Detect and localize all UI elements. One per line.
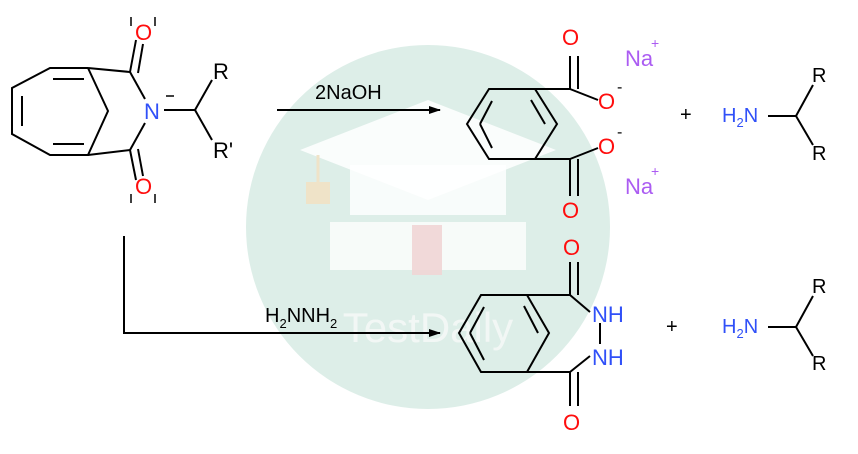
amine-top-r1: R xyxy=(812,65,826,87)
watermark-cap-base xyxy=(350,165,506,215)
phthalate-oxygen-top: O xyxy=(562,25,579,50)
reactant-nitrogen: N xyxy=(144,99,160,124)
reactant-r-label: R xyxy=(213,59,229,84)
plus-sign-bottom: + xyxy=(666,316,678,338)
reactant-benzene-ring xyxy=(11,67,110,156)
hydrazine-reagent-label: H2NNH2 xyxy=(265,305,337,331)
amine-bottom-label: H2N xyxy=(722,316,758,341)
hydrazine-reaction-arrow xyxy=(123,236,441,337)
reactant-phthalimide xyxy=(11,39,213,181)
phthalate-oxygen-bottom: O xyxy=(562,198,579,223)
phthalate-charge-top: - xyxy=(617,79,622,96)
hydrazide-nh-bottom: NH xyxy=(592,345,624,370)
reactant-oxygen-top: O xyxy=(135,20,152,45)
watermark: TestDaily xyxy=(246,45,610,409)
phthalate-charge-bottom: - xyxy=(617,124,622,141)
sodium-label-top: Na xyxy=(625,46,654,71)
reactant-oxygen-bottom: O xyxy=(135,174,152,199)
hydrazide-oxygen-bottom: O xyxy=(563,410,580,435)
amine-top-bonds xyxy=(768,84,814,146)
amine-top-label: H2N xyxy=(722,105,758,130)
product-phthalate-ring xyxy=(465,56,599,196)
plus-sign-top: + xyxy=(680,104,692,126)
product-phthalhydrazide xyxy=(457,262,601,406)
naoh-reagent-label: 2NaOH xyxy=(315,82,382,104)
hydrazide-oxygen-top: O xyxy=(563,235,580,260)
amine-bottom-r2: R xyxy=(812,353,826,375)
sodium-charge-bottom: + xyxy=(651,163,659,179)
reactant-r-prime-label: R' xyxy=(213,138,233,163)
amine-bottom-bonds xyxy=(768,295,814,357)
sodium-label-bottom: Na xyxy=(625,174,654,199)
phthalate-oxygen-anion-bottom: O xyxy=(598,134,615,159)
watermark-ribbon xyxy=(412,225,442,275)
hydrazide-nh-top: NH xyxy=(592,302,624,327)
lone-pair-marks xyxy=(130,17,174,203)
phthalate-oxygen-anion-top: O xyxy=(598,89,615,114)
watermark-tassel-end xyxy=(306,182,330,204)
amine-top-r2: R xyxy=(812,143,826,165)
watermark-text: TestDaily xyxy=(343,304,513,351)
amine-bottom-r1: R xyxy=(812,276,826,298)
sodium-charge-top: + xyxy=(651,35,659,51)
